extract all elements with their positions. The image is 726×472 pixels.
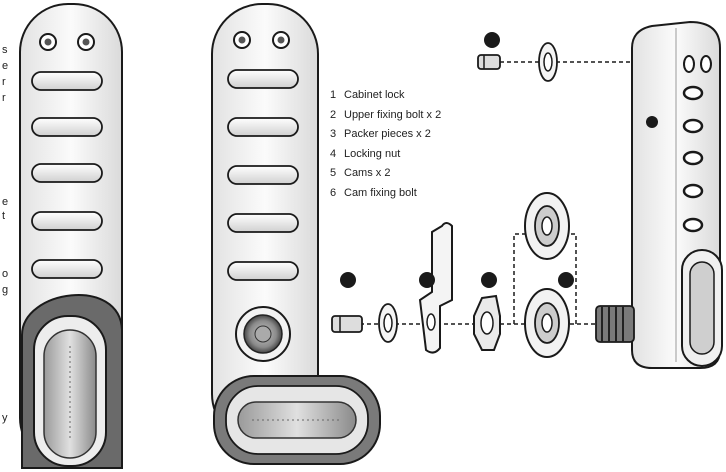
parts-list-item: 4 Locking nut (330, 145, 441, 165)
cropped-text-fragment: r (2, 92, 6, 104)
handle-base (213, 375, 381, 465)
part-number: 6 (330, 186, 337, 199)
lock-side-keys (682, 85, 704, 233)
locator-dots (340, 272, 574, 288)
part-label: Cams x 2 (344, 167, 391, 179)
cropped-text-fragment: e (2, 196, 9, 208)
parts-list-item: 3 Packer pieces x 2 (330, 125, 441, 145)
part-label: Locking nut (344, 147, 401, 160)
part-label: Cabinet lock (344, 89, 405, 101)
part-number: 4 (330, 147, 337, 160)
packer-piece-upper (538, 42, 558, 82)
cam-upper (524, 192, 570, 260)
cropped-text-fragment: g (2, 284, 9, 296)
upper-fixing-bolt (477, 32, 501, 70)
part-label: Cam fixing bolt (344, 186, 417, 199)
cam-lower (524, 288, 570, 358)
parts-list-item: 5 Cams x 2 (330, 164, 441, 184)
lock-front-view-with-knob (211, 3, 381, 465)
parts-list-item: 6 Cam fixing bolt (330, 184, 441, 204)
parts-list-item: 2 Upper fixing bolt x 2 (330, 106, 441, 126)
cropped-text-fragment: y (2, 412, 8, 424)
cam-fixing-bolt (331, 315, 363, 333)
lock-front-view-with-handle (19, 3, 123, 469)
cropped-text-fragment: r (2, 76, 6, 88)
keypad-buttons (227, 69, 299, 281)
lock-side-handle (681, 249, 723, 367)
parts-list: 1 Cabinet lock 2 Upper fixing bolt x 2 3 Pack… (330, 86, 441, 203)
cropped-text-fragment: s (2, 44, 8, 56)
turn-knob (235, 306, 291, 362)
cabinet-lock-side-view (595, 20, 723, 369)
part-number: 3 (330, 128, 337, 140)
handle-loop (21, 294, 123, 469)
part-label: Upper fixing bolt x 2 (344, 108, 442, 121)
part-number: 2 (330, 108, 337, 121)
packer-piece-lower (378, 303, 398, 343)
parts-list-item: 1 Cabinet lock (330, 86, 441, 106)
cropped-text-fragment: o (2, 268, 9, 280)
locking-nut (473, 294, 501, 351)
exploded-view (331, 20, 723, 369)
cropped-text-fragment: t (2, 210, 6, 222)
bracket-plate (418, 222, 453, 354)
part-number: 5 (330, 167, 337, 179)
threaded-spindle (595, 305, 635, 343)
cropped-text-fragment: e (2, 60, 9, 72)
part-label: Packer pieces x 2 (344, 128, 431, 140)
keypad-buttons (31, 71, 103, 279)
part-number: 1 (330, 89, 337, 101)
